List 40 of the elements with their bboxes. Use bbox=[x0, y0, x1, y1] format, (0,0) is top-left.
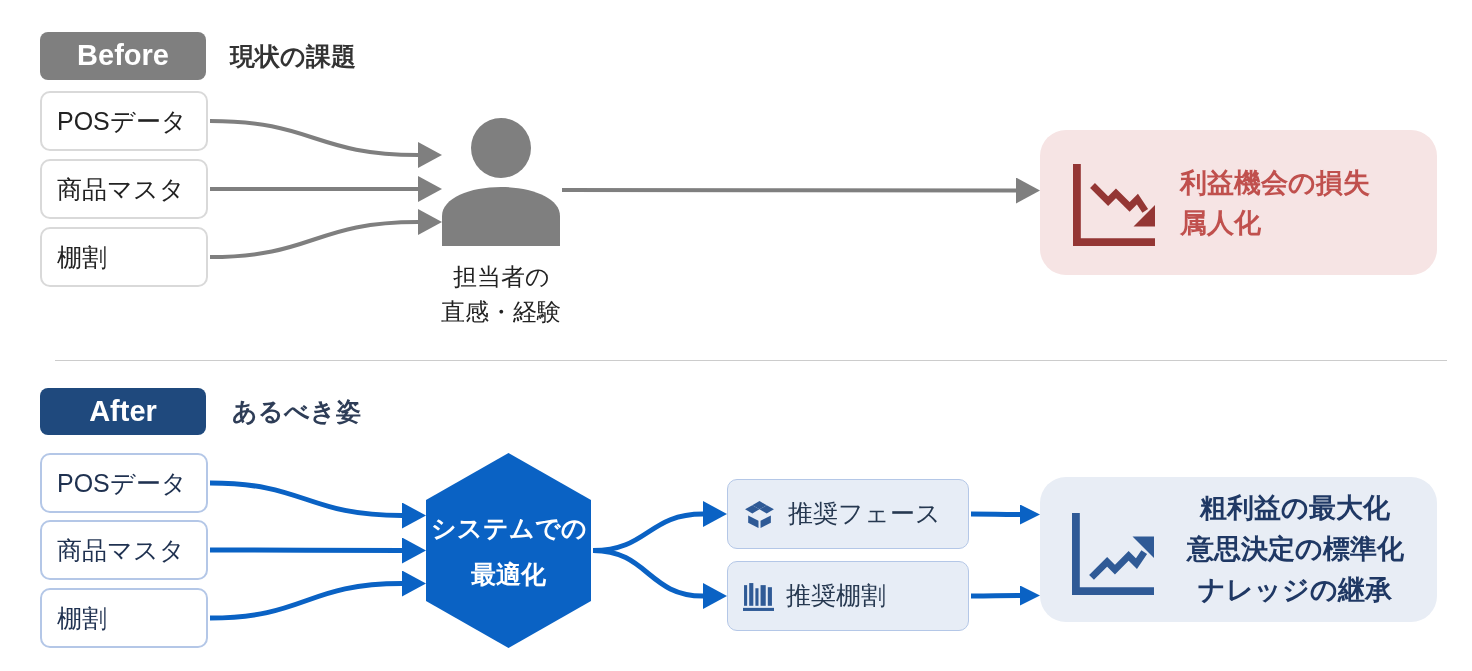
result-panel bbox=[1040, 130, 1437, 275]
arrow bbox=[592, 548, 727, 609]
output-label: 推奨フェース bbox=[788, 498, 941, 530]
result-text: ナレッジの継承 bbox=[1198, 574, 1392, 607]
arrow bbox=[971, 585, 1040, 606]
data-label: POSデータ bbox=[57, 468, 188, 499]
result-text: 利益機会の損失 bbox=[1180, 166, 1370, 200]
output-card bbox=[727, 479, 969, 549]
arrow bbox=[209, 209, 442, 259]
section-heading: 現状の課題 bbox=[230, 41, 356, 72]
result-text: 粗利益の最大化 bbox=[1200, 492, 1390, 525]
arrow bbox=[971, 504, 1040, 525]
person-caption: 直感・経験 bbox=[441, 297, 561, 327]
result-panel bbox=[1040, 477, 1437, 622]
data-card bbox=[40, 159, 208, 219]
result-text: 属人化 bbox=[1180, 206, 1261, 240]
arrow bbox=[209, 570, 426, 621]
arrow bbox=[210, 176, 442, 202]
output-card bbox=[727, 561, 969, 631]
output-label: 推奨棚割 bbox=[786, 580, 886, 612]
arrow bbox=[209, 119, 442, 168]
data-card bbox=[40, 91, 208, 151]
data-card bbox=[40, 520, 208, 580]
hexagon-label: システムでの最適化 bbox=[430, 512, 587, 590]
data-label: 棚割 bbox=[57, 242, 108, 273]
data-card bbox=[40, 588, 208, 648]
data-card bbox=[40, 453, 208, 513]
section-tag: After bbox=[40, 388, 206, 435]
person-caption: 担当者の bbox=[452, 262, 550, 292]
data-label: 商品マスタ bbox=[57, 535, 186, 566]
data-label: 商品マスタ bbox=[57, 174, 186, 205]
arrow bbox=[562, 177, 1040, 204]
data-label: POSデータ bbox=[57, 106, 188, 137]
data-card bbox=[40, 227, 208, 287]
arrow bbox=[209, 480, 426, 529]
section-tag: Before bbox=[40, 32, 206, 80]
result-text: 意思決定の標準化 bbox=[1186, 533, 1404, 566]
section-heading: あるべき姿 bbox=[232, 396, 361, 427]
data-label: 棚割 bbox=[57, 603, 108, 634]
arrow bbox=[210, 537, 426, 564]
